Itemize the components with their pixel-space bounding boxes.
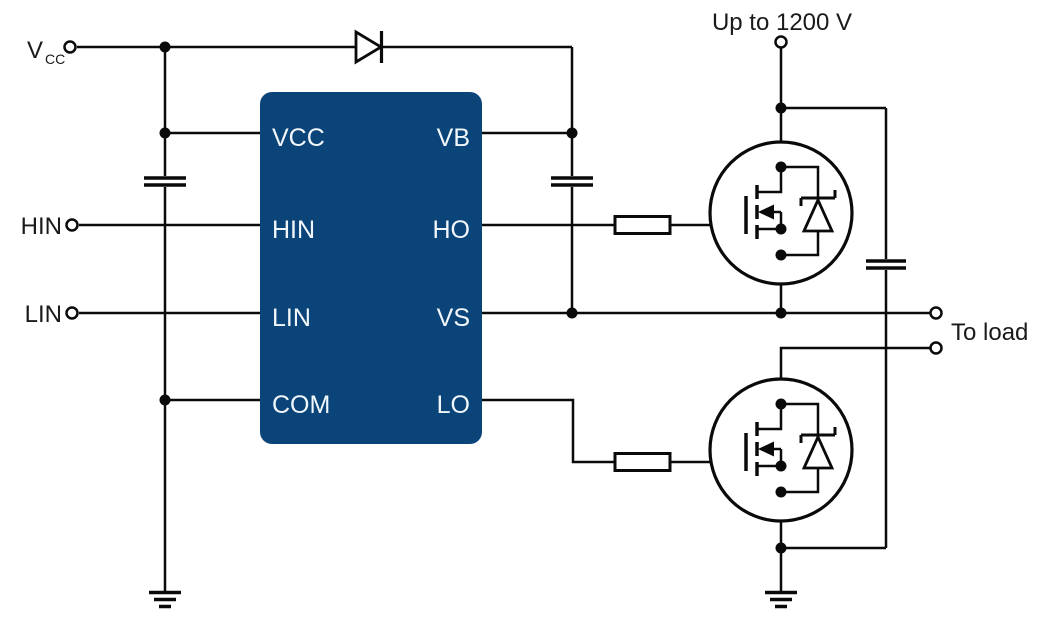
junction-dots <box>159 41 787 554</box>
vcc-label-subscript: CC <box>45 51 65 67</box>
pin-vcc: VCC <box>272 124 325 152</box>
high-side-mosfet-icon <box>708 140 854 286</box>
pin-vb: VB <box>437 124 470 152</box>
ground-icon-left <box>147 590 183 609</box>
bootstrap-capacitor-icon <box>551 176 593 187</box>
ground-icon-right <box>763 590 799 609</box>
vcc-terminal <box>63 40 77 54</box>
pin-com: COM <box>272 391 330 419</box>
vcc-label: V <box>27 37 43 64</box>
lin-label: LIN <box>25 301 62 328</box>
load-terminal-upper <box>929 306 943 320</box>
lo-gate-wires <box>482 398 744 464</box>
bus-terminal <box>774 35 788 49</box>
ic-pin-labels: VCC HIN LIN COM VB HO VS LO <box>272 124 470 419</box>
to-load-label: To load <box>951 319 1028 346</box>
lo-gate-resistor-icon <box>613 452 672 472</box>
lin-terminal <box>65 306 79 320</box>
bootstrap-diode-icon <box>354 29 384 65</box>
bootstrap-net-wires <box>482 47 574 313</box>
vcc-rail-wires <box>77 45 572 176</box>
bus-voltage-label: Up to 1200 V <box>712 9 852 36</box>
hin-label: HIN <box>21 213 62 240</box>
load-terminal-lower <box>929 341 943 355</box>
pin-vs: VS <box>437 304 470 332</box>
pin-lo: LO <box>437 391 470 419</box>
ground-net-wires <box>163 187 260 593</box>
pin-lin: LIN <box>272 304 311 332</box>
switch-node-wires <box>482 229 930 404</box>
ho-gate-resistor-icon <box>613 215 672 235</box>
pin-hin: HIN <box>272 216 315 244</box>
gate-driver-ic <box>260 92 482 444</box>
vcc-capacitor-icon <box>144 176 186 187</box>
pin-ho: HO <box>433 216 471 244</box>
hin-terminal <box>65 218 79 232</box>
low-side-mosfet-icon <box>708 377 854 523</box>
dc-bus-capacitor-icon <box>866 259 906 270</box>
